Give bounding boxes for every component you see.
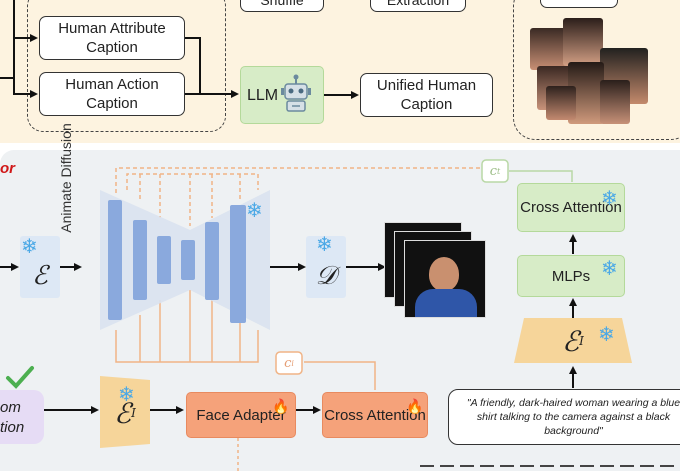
decoder-symbol: 𝒟: [315, 260, 337, 291]
face-photo: [563, 18, 603, 66]
unified-caption-box: Unified Human Caption: [360, 73, 493, 117]
action-caption-box: Human Action Caption: [39, 72, 185, 116]
snowflake-icon: ❄: [246, 198, 263, 222]
flame-icon: 🔥: [406, 399, 424, 415]
snowflake-icon: ❄: [598, 322, 615, 346]
face-photo: [600, 80, 630, 124]
extraction-label: Extraction: [386, 0, 450, 8]
face-adapter-box: Face Adapter: [186, 392, 296, 438]
checkmark-icon: [6, 366, 34, 389]
face-photo: [530, 28, 566, 70]
llm-label: LLM: [247, 86, 279, 104]
attribute-caption-label: Human Attribute Caption: [58, 20, 166, 56]
encoder-symbol: ℰ: [32, 261, 48, 291]
output-frame: [404, 240, 486, 318]
extraction-box: Extraction: [370, 0, 466, 12]
flame-icon: 🔥: [272, 399, 290, 415]
robot-icon: [281, 74, 311, 112]
snowflake-icon: ❄: [118, 382, 135, 406]
animate-diffusion-label: Animate Diffusion: [58, 123, 74, 233]
image-encoder-shape: [100, 376, 150, 448]
shirt: [415, 289, 477, 317]
snowflake-icon: ❄: [601, 256, 618, 280]
shuffle-label: Shuffle: [260, 0, 304, 8]
cross-attention-right-box: Cross Attention: [517, 183, 625, 232]
attribute-caption-box: Human Attribute Caption: [39, 16, 185, 60]
action-caption-label: Human Action Caption: [65, 76, 159, 112]
left-partial-label: om tion: [0, 399, 25, 436]
snowflake-icon: ❄: [601, 186, 618, 210]
snowflake-icon: ❄: [21, 234, 38, 258]
face-photo: [429, 257, 459, 291]
caption-group: [27, 0, 226, 132]
unified-caption-label: Unified Human Caption: [376, 77, 477, 113]
image-encoder-shape-right: [514, 318, 632, 363]
mlps-box: MLPs: [517, 255, 625, 297]
snowflake-icon: ❄: [316, 232, 333, 256]
prompt-box: "A friendly, dark-haired woman wearing a…: [448, 389, 680, 445]
feed-line-action: [13, 0, 38, 98]
face-photo: [546, 86, 576, 120]
shuffle-box: Shuffle: [240, 0, 324, 12]
unet-shape: [100, 190, 270, 330]
section-label: or: [0, 160, 15, 177]
face-samples-group: [513, 0, 680, 140]
cross-attention-bottom-box: Cross Attention: [322, 392, 428, 438]
